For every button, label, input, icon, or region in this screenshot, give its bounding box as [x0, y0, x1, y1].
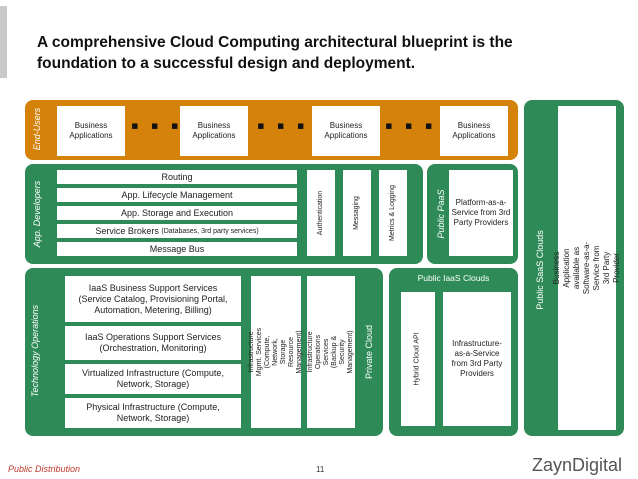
storage-execution-layer: App. Storage and Execution [57, 206, 297, 220]
service-brokers-main: Service Brokers [95, 225, 159, 236]
end-users-label: End-Users [32, 107, 42, 151]
message-bus-layer: Message Bus [57, 242, 297, 256]
business-app-box-2: Business Applications [180, 106, 248, 156]
private-cloud-label: Private Cloud [364, 324, 374, 380]
physical-infrastructure-box: Physical Infrastructure (Compute, Networ… [65, 398, 241, 428]
app-developers-label: App. Developers [32, 180, 42, 248]
virtualized-infrastructure-box: Virtualized Infrastructure (Compute, Net… [65, 364, 241, 394]
authentication-column: Authentication [307, 170, 335, 256]
slide-title: A comprehensive Cloud Computing architec… [37, 34, 513, 72]
page-number: 11 [316, 465, 325, 474]
public-saas-label: Public SaaS Clouds [535, 230, 546, 310]
metrics-logging-column: Metrics & Logging [379, 170, 407, 256]
routing-layer: Routing [57, 170, 297, 184]
service-brokers-layer: Service Brokers (Databases, 3rd party se… [57, 224, 297, 238]
public-iaas-band: Public IaaS Clouds Hybrid Cloud API Infr… [389, 268, 518, 436]
business-app-box-1: Business Applications [57, 106, 125, 156]
ellipsis-3: ▪ ▪ ▪ [385, 113, 436, 138]
slide-accent-bar [0, 6, 7, 78]
ellipsis-2: ▪ ▪ ▪ [257, 113, 308, 138]
saas-provider-box: Business Application available as Softwa… [552, 106, 621, 430]
public-saas-band: Public SaaS Clouds Business Application … [524, 100, 624, 436]
company-logo: ZaynDigital [532, 455, 623, 475]
public-paas-label: Public PaaS [436, 189, 446, 239]
iaas-operations-support-box: IaaS Operations Support Services (Orches… [65, 326, 241, 360]
business-app-box-4: Business Applications [440, 106, 508, 156]
service-brokers-detail: (Databases, 3rd party services) [161, 227, 259, 235]
iaas-business-support-box: IaaS Business Support Services (Service … [65, 276, 241, 322]
public-paas-band: Public PaaS Platform-as-a-Service from 3… [427, 164, 518, 264]
paas-provider-box: Platform-as-a-Service from 3rd Party Pro… [449, 170, 513, 256]
iaas-provider-box: Infrastructure-as-a-Service from 3rd Par… [443, 292, 511, 426]
lifecycle-layer: App. Lifecycle Management [57, 188, 297, 202]
business-app-box-3: Business Applications [312, 106, 380, 156]
technology-operations-label: Technology Operations [30, 304, 40, 398]
ellipsis-1: ▪ ▪ ▪ [131, 113, 182, 138]
end-users-band: End-Users Business Applications ▪ ▪ ▪ Bu… [25, 100, 518, 160]
technology-operations-band: Technology Operations IaaS Business Supp… [25, 268, 383, 436]
hybrid-cloud-api-column: Hybrid Cloud API [401, 292, 435, 426]
messaging-column: Messaging [343, 170, 371, 256]
distribution-label: Public Distribution [8, 464, 81, 474]
infrastructure-mgmt-column: Infrastructure Mgmt. Services (Compute, … [248, 276, 303, 428]
public-iaas-label: Public IaaS Clouds [417, 273, 490, 283]
app-developers-band: App. Developers Routing App. Lifecycle M… [25, 164, 423, 264]
infrastructure-operations-column: Infrastructure Operations Services (Back… [307, 276, 355, 428]
